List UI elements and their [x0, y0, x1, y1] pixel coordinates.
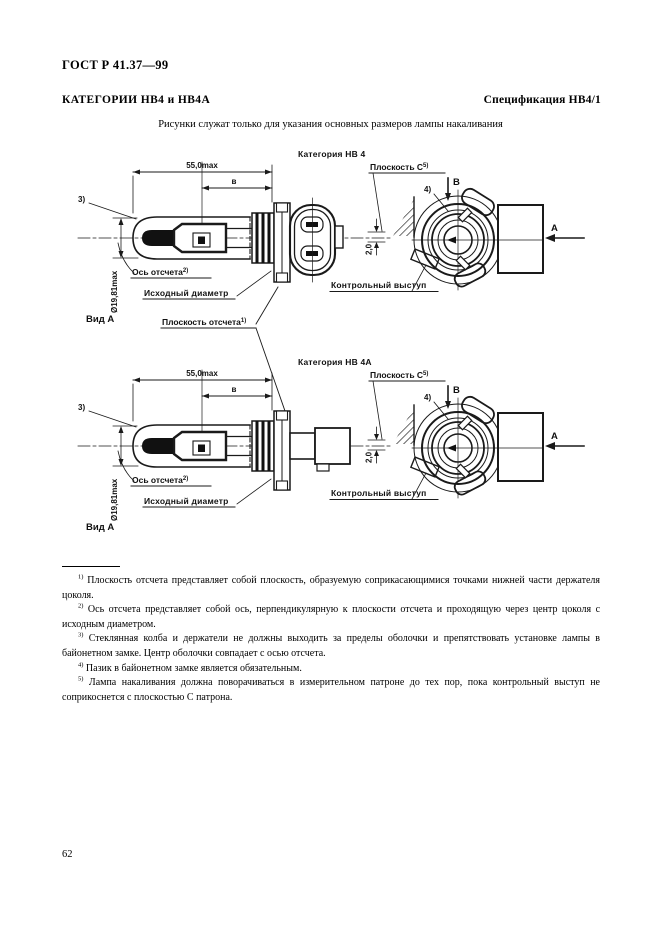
fig1-connector-tab — [334, 225, 344, 249]
footnote-1-marker: 1) — [78, 573, 84, 581]
footnote-3-text: Стеклянная колба и держатели не должны в… — [62, 633, 600, 659]
fig2-rear-neck — [289, 432, 316, 460]
footnote-1-text: Плоскость отсчета представляет собой пло… — [62, 575, 600, 601]
fig2-bayonet-view — [409, 395, 544, 499]
fig2-bulb-diameter: Ø19,81max — [110, 478, 119, 521]
fig1-note-3: 3) — [78, 195, 85, 204]
fig2-rear-notch — [316, 463, 330, 472]
footnote-4-text: Пазик в байонетном замке является обязат… — [85, 662, 302, 674]
fig1-arrow-b-label: В — [453, 177, 460, 188]
footnote-5: 5) Лампа накаливания должна поворачивать… — [62, 676, 600, 705]
footnotes: 1) Плоскость отсчета представляет собой … — [62, 574, 600, 705]
fig1-bayonet-view — [409, 187, 544, 291]
footnote-4-marker: 4) — [78, 661, 84, 669]
fig2-arrow-a-icon — [545, 442, 555, 450]
fig2-view-a-label: Вид А — [86, 522, 114, 533]
fig1-note-4: 4) — [424, 185, 431, 194]
footnote-4: 4) Пазик в байонетном замке является обя… — [62, 661, 600, 677]
fig2-initial-diameter-label: Исходный диаметр — [144, 496, 229, 506]
fig2-glass-envelope — [132, 424, 251, 468]
fig2-axis-label: Ось отсчета2) — [132, 475, 188, 485]
footnote-3-marker: 3) — [78, 632, 84, 640]
figure-hb4: Категория НВ 4 55,0max в — [77, 149, 585, 412]
fig1-bayonet-slot-top — [457, 207, 473, 223]
lamp-drawing-svg: Категория НВ 4 55,0max в — [77, 149, 585, 533]
footnote-5-marker: 5) — [78, 675, 84, 683]
fig1-dim-offset: 2,0 — [365, 243, 374, 255]
fig1-category-label: Категория НВ 4 — [298, 149, 366, 159]
fig2-socket-body — [497, 412, 544, 482]
fig2-plane-c-hatch — [393, 407, 414, 444]
spec-heading: Спецификация НВ4/1 — [483, 94, 601, 106]
fig1-plane-c-hatch — [393, 199, 414, 236]
fig2-note-4: 4) — [424, 393, 431, 402]
fig2-plane-c-label: Плоскость С5) — [370, 370, 428, 380]
fig2-filament-tip — [142, 438, 174, 454]
fig2-control-tab-label: Контрольный выступ — [331, 488, 427, 498]
fig2-dim-offset: 2,0 — [365, 451, 374, 463]
fig1-view-a-label: Вид А — [86, 314, 114, 325]
fig1-arrow-a-label: А — [551, 223, 558, 234]
fig2-arrow-a-label: А — [551, 431, 558, 442]
fig1-filament-tip — [142, 230, 174, 246]
fig2-rear-block — [314, 427, 351, 465]
fig1-initial-diameter-label: Исходный диаметр — [144, 288, 229, 298]
fig2-bayonet-slot-top — [457, 415, 473, 431]
fig2-arrow-b-label: В — [453, 385, 460, 396]
footnote-1: 1) Плоскость отсчета представляет собой … — [62, 574, 600, 603]
reference-plane-label: Плоскость отсчета1) — [162, 317, 246, 327]
doc-number: ГОСТ Р 41.37—99 — [62, 58, 169, 72]
fig2-note-3: 3) — [78, 403, 85, 412]
footnote-2-text: Ось отсчета представляет собой ось, перп… — [62, 604, 601, 630]
footnote-2: 2) Ось отсчета представляет собой ось, п… — [62, 603, 600, 632]
page-number: 62 — [62, 849, 73, 860]
fig2-dim-e: в — [232, 385, 237, 394]
fig1-dim-e: в — [232, 177, 237, 186]
fig1-bulb-diameter: Ø19,81max — [110, 270, 119, 313]
footnote-5-text: Лампа накаливания должна поворачиваться … — [62, 677, 600, 703]
fig1-socket-body — [497, 204, 544, 274]
fig1-bayonet-slot-bottom — [455, 255, 471, 271]
footnote-3: 3) Стеклянная колба и держатели не должн… — [62, 632, 600, 661]
fig1-control-tab-label: Контрольный выступ — [331, 280, 427, 290]
footnote-2-marker: 2) — [78, 602, 84, 610]
fig1-glass-envelope — [132, 216, 251, 260]
fig1-arrow-a-icon — [545, 234, 555, 242]
footnote-separator — [62, 566, 120, 567]
fig2-bayonet-slot-bottom — [455, 463, 471, 479]
fig1-axis-label: Ось отсчета2) — [132, 267, 188, 277]
technical-drawings: Категория НВ 4 55,0max в — [0, 140, 661, 548]
figure-note: Рисунки служат только для указания основ… — [158, 119, 503, 130]
figure-hb4a: Категория НВ 4А 55,0max в — [77, 357, 585, 533]
fig2-category-label: Категория НВ 4А — [298, 357, 372, 367]
fig1-plane-c-label: Плоскость С5) — [370, 162, 428, 172]
categories-heading: КАТЕГОРИИ НВ4 и НВ4А — [62, 94, 211, 106]
